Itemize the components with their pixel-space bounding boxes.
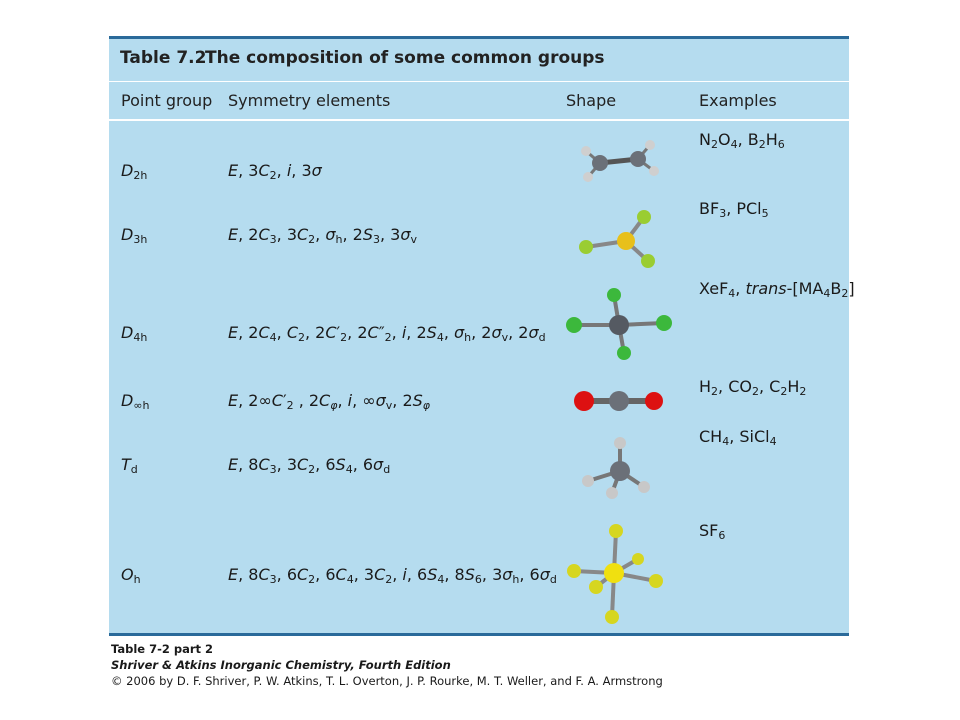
table-panel: Table 7.2 The composition of some common… [109, 36, 855, 636]
symmetry-cell: E, 8C3, 6C2, 6C4, 3C2, i, 6S4, 8S6, 3σh,… [228, 565, 557, 586]
caption-line-1: Table 7-2 part 2 [111, 642, 214, 656]
table-title-text: The composition of some common groups [205, 48, 605, 68]
symmetry-cell: E, 8C3, 3C2, 6S4, 6σd [228, 455, 391, 476]
ethene-molecule [581, 140, 659, 182]
examples-cell: BF3, PCl5 [699, 199, 769, 220]
examples-cell: XeF4, trans-[MA4B2] [699, 279, 855, 300]
point-group-cell: D3h [121, 225, 148, 246]
linear-molecule [574, 391, 663, 411]
point-group-cell: Td [121, 455, 138, 476]
examples-cell: CH4, SiCl4 [699, 427, 777, 448]
point-group-cell: Oh [121, 565, 141, 586]
header-examples: Examples [699, 91, 777, 110]
square-planar-molecule [566, 288, 672, 360]
caption-line-3: © 2006 by D. F. Shriver, P. W. Atkins, T… [111, 674, 663, 688]
tetrahedral-molecule [582, 437, 650, 499]
symmetry-cell: E, 2∞C′2 , 2Cφ, i, ∞σv, 2Sφ [228, 391, 431, 412]
examples-cell: SF6 [699, 521, 726, 542]
symmetry-cell: E, 2C3, 3C2, σh, 2S3, 3σv [228, 225, 417, 246]
table-title: Table 7.2 The composition of some common… [109, 39, 849, 82]
point-group-cell: D∞h [121, 391, 150, 412]
header-point-group: Point group [121, 91, 213, 110]
table-number: Table 7.2 [120, 48, 207, 68]
octahedral-molecule [567, 524, 663, 624]
caption-line-2: Shriver & Atkins Inorganic Chemistry, Fo… [111, 658, 451, 672]
point-group-cell: D2h [121, 161, 148, 182]
table-header-row: Point group Symmetry elements Shape Exam… [109, 81, 849, 121]
point-group-cell: D4h [121, 323, 148, 344]
examples-cell: H2, CO2, C2H2 [699, 377, 807, 398]
symmetry-cell: E, 3C2, i, 3σ [228, 161, 322, 182]
header-symmetry-elements: Symmetry elements [228, 91, 391, 110]
figure-caption: Table 7-2 part 2 Shriver & Atkins Inorga… [111, 641, 663, 689]
trigonal-planar-molecule [579, 210, 655, 268]
examples-cell: N2O4, B2H6 [699, 130, 785, 151]
symmetry-cell: E, 2C4, C2, 2C′2, 2C″2, i, 2S4, σh, 2σv,… [228, 323, 546, 344]
header-shape: Shape [566, 91, 617, 110]
